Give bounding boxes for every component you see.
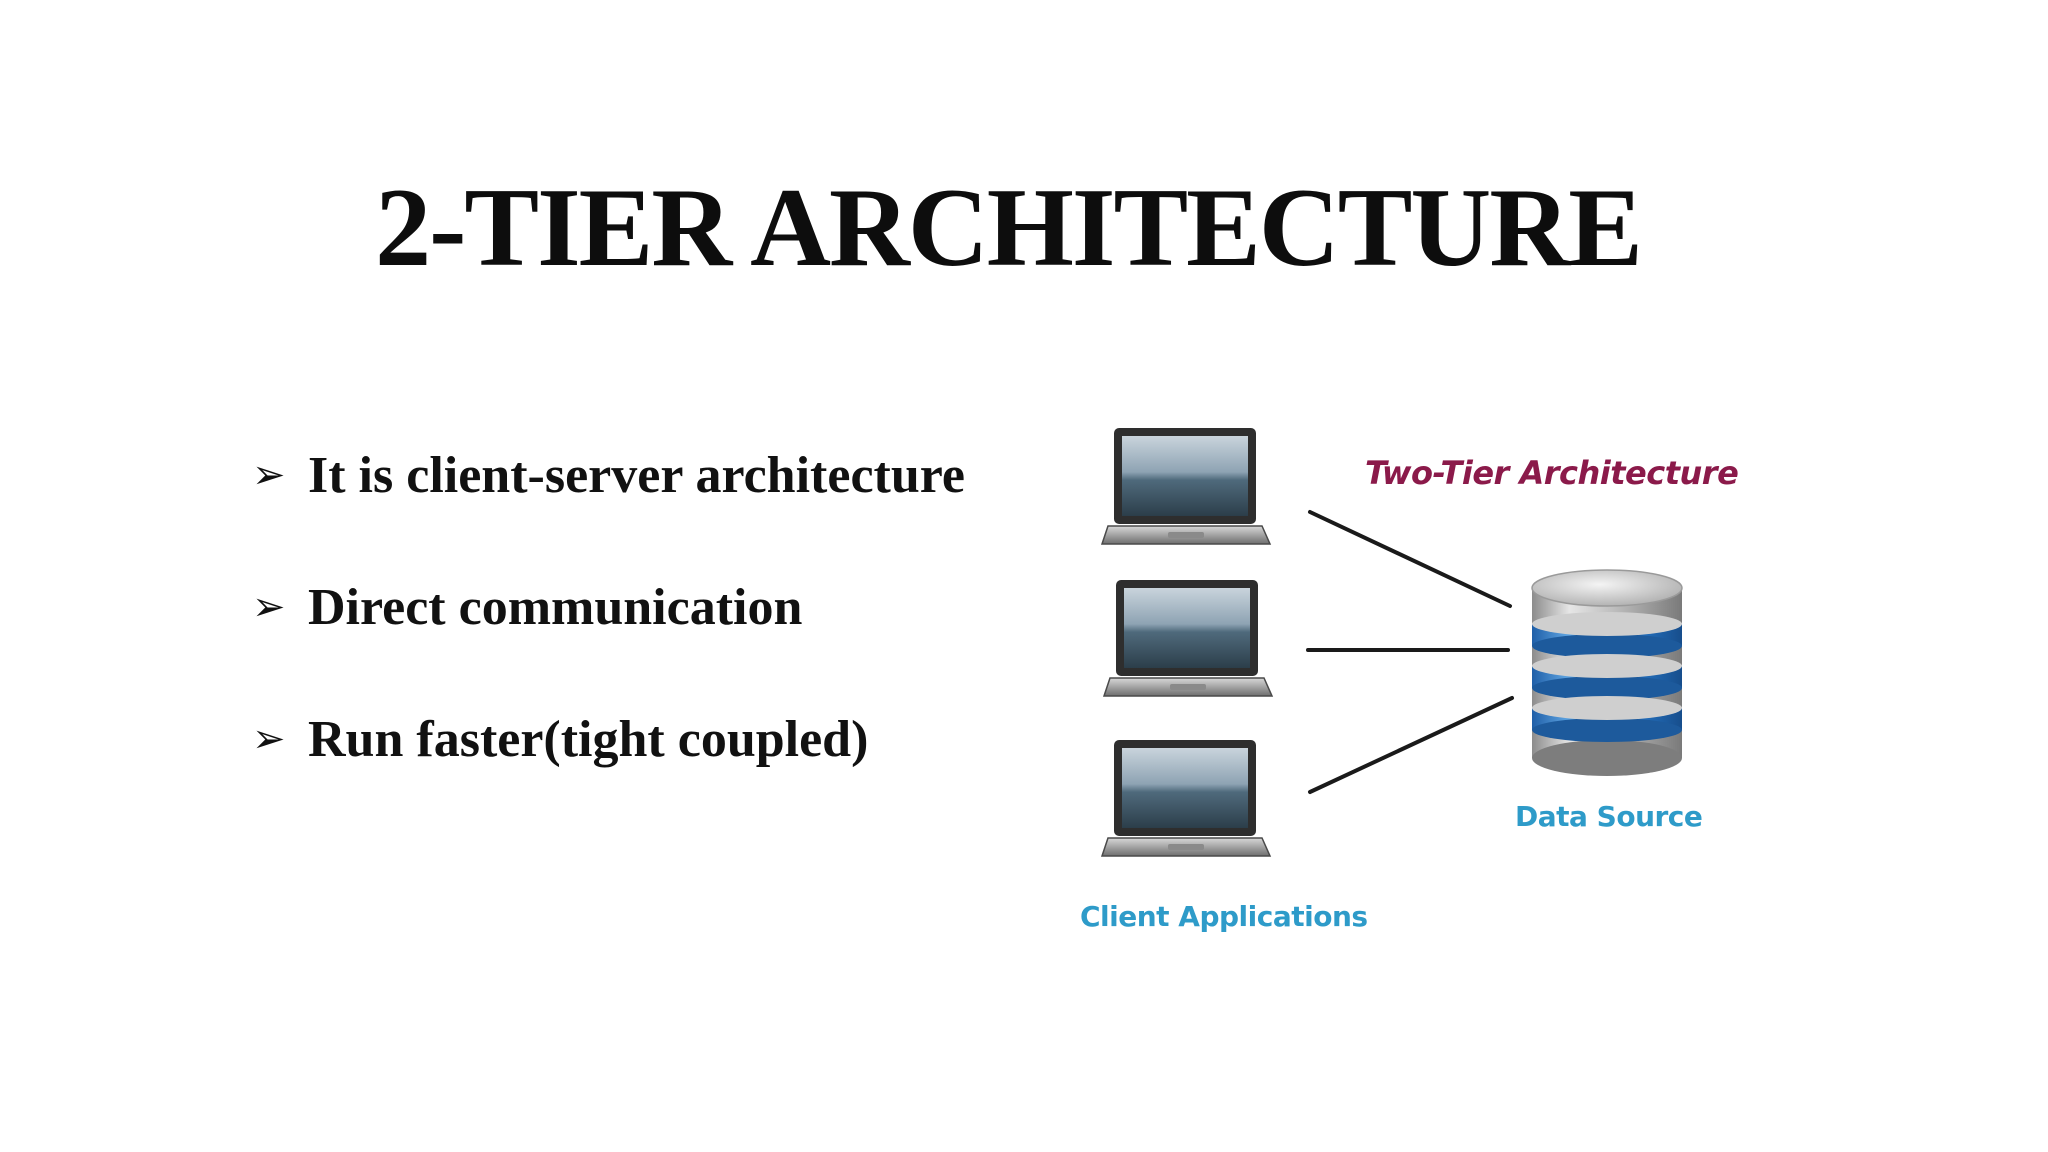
arrow-bullet-icon: ➢ bbox=[252, 584, 286, 630]
bullet-text: Run faster(tight coupled) bbox=[308, 710, 869, 768]
laptop-icon bbox=[1100, 428, 1272, 545]
connector-lines bbox=[1306, 510, 1514, 794]
laptop-icon bbox=[1102, 580, 1274, 697]
bullet-item: ➢ It is client-server architecture bbox=[252, 432, 965, 518]
data-source-label: Data Source bbox=[1515, 800, 1703, 833]
connector-line bbox=[1308, 510, 1512, 608]
arrow-bullet-icon: ➢ bbox=[252, 716, 286, 762]
connector-line bbox=[1308, 696, 1514, 794]
arrow-bullet-icon: ➢ bbox=[252, 452, 286, 498]
bullet-text: Direct communication bbox=[308, 578, 803, 636]
slide-title: 2-TIER ARCHITECTURE bbox=[375, 166, 1643, 290]
bullet-item: ➢ Run faster(tight coupled) bbox=[252, 696, 965, 782]
diagram-title: Two-Tier Architecture bbox=[1365, 454, 1739, 492]
bullet-list: ➢ It is client-server architecture ➢ Dir… bbox=[252, 432, 965, 828]
client-applications-label: Client Applications bbox=[1080, 900, 1368, 933]
bullet-item: ➢ Direct communication bbox=[252, 564, 965, 650]
diagram-graphic bbox=[1100, 428, 1683, 857]
database-icon bbox=[1531, 569, 1683, 776]
bullet-text: It is client-server architecture bbox=[308, 446, 965, 504]
laptop-icon bbox=[1100, 740, 1272, 857]
two-tier-diagram: Two-Tier Architecture Data Source Client… bbox=[1080, 410, 1780, 950]
